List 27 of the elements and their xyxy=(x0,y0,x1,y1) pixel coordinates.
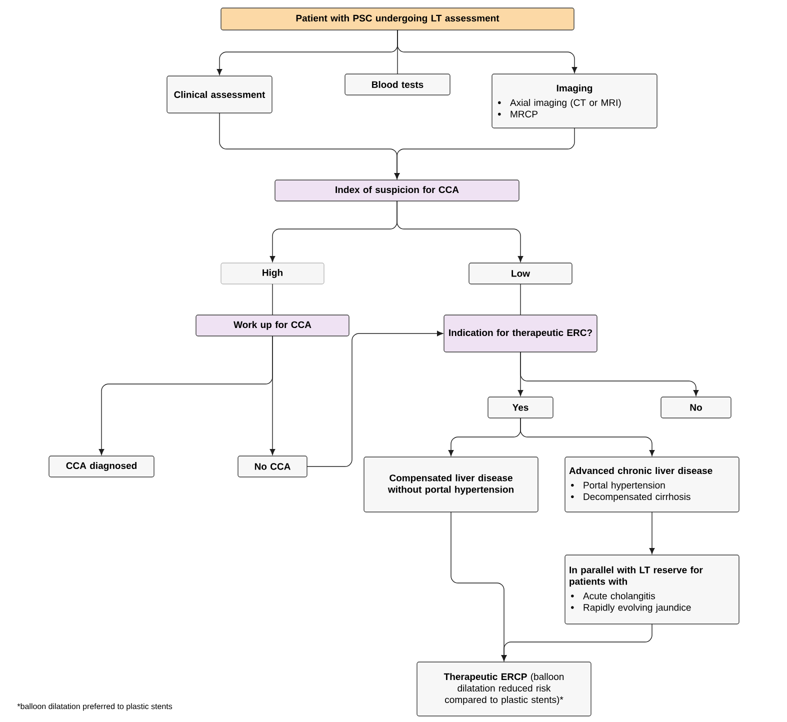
process-box: Therapeutic ERCP (balloon dilatation reduced risk compared to plastic stents)* xyxy=(416,662,592,716)
process-box: Low xyxy=(468,262,572,284)
arrow xyxy=(396,200,524,262)
arrow xyxy=(649,512,655,554)
arrow xyxy=(397,30,578,74)
process-box: Blood tests xyxy=(344,74,450,96)
process-box: CCA diagnosed xyxy=(48,456,154,478)
process-box: Patient with PSC undergoing LT assessment xyxy=(220,8,574,30)
process-box: Advanced chronic liver disease Portal hypertension Decompensated cirrhosis xyxy=(564,456,740,512)
process-box: No xyxy=(660,396,732,418)
arrow xyxy=(520,418,655,456)
process-box: Yes xyxy=(488,396,554,418)
process-box: No CCA xyxy=(238,456,308,478)
arrow xyxy=(520,352,699,396)
process-box: Index of suspicion for CCA xyxy=(274,180,520,202)
process-box: Work up for CCA xyxy=(196,314,350,336)
process-box: High xyxy=(220,262,324,284)
process-box: In parallel with LT reserve for patients with Acute cholangitis Rapidly evolving jaundice xyxy=(564,554,740,624)
arrow xyxy=(394,128,575,180)
process-box: Clinical assessment xyxy=(166,76,272,114)
arrow xyxy=(306,330,444,467)
process-box: Compensated liver disease without portal hypertension xyxy=(364,456,538,512)
footnote: *balloon dilatation preferred to plastic stents xyxy=(17,703,172,711)
arrow xyxy=(501,624,652,662)
arrow xyxy=(270,336,276,456)
process-box: Imaging Axial imaging (CT or MRI) MRCP xyxy=(492,74,658,128)
process-box: Indication for therapeutic ERC? xyxy=(444,314,598,352)
